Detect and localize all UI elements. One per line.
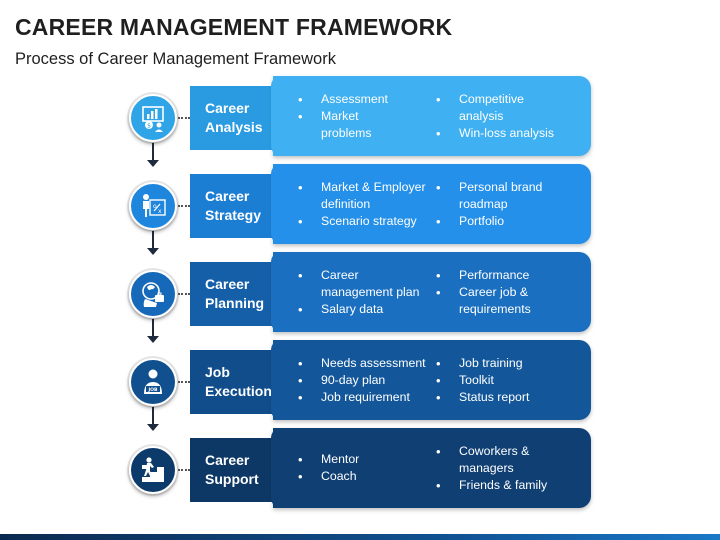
arrow-down-icon [147, 424, 159, 431]
detail-column-right: Job training Toolkit Status report [436, 340, 586, 420]
step-label: Job Execution [205, 364, 272, 399]
step-detail-box: Career management plan Salary data Perfo… [271, 252, 591, 332]
dotted-connector [178, 381, 190, 383]
connector-line [152, 231, 154, 251]
arrow-down-icon [147, 336, 159, 343]
step-detail-box: Mentor Coach Coworkers & managers Friend… [271, 428, 591, 508]
dotted-connector [178, 117, 190, 119]
list-item: Competitive analysis [436, 91, 586, 125]
detail-column-left: Market & Employer definition Scenario st… [298, 164, 438, 244]
detail-column-left: Career management plan Salary data [298, 252, 438, 332]
step-label-box: Career Support [190, 438, 274, 502]
step-career-analysis: $ Career Analysis Assessment Market prob… [0, 76, 720, 156]
arrow-down-icon [147, 248, 159, 255]
list-item: Assessment [298, 91, 438, 108]
svg-text:o: o [153, 203, 157, 210]
list-item: 90-day plan [298, 372, 438, 389]
list-item: Scenario strategy [298, 213, 438, 230]
list-item: Friends & family [436, 477, 586, 494]
step-career-planning: Career Planning Career management plan S… [0, 252, 720, 332]
step-label-box: Career Analysis [190, 86, 274, 150]
step-label: Career Strategy [205, 188, 262, 223]
connector-line [152, 143, 154, 163]
list-item: Market problems [298, 108, 438, 142]
list-item: Toolkit [436, 372, 586, 389]
step-circle [129, 446, 177, 494]
page-title: CAREER MANAGEMENT FRAMEWORK [15, 14, 453, 40]
step-detail-box: Needs assessment 90-day plan Job require… [271, 340, 591, 420]
list-item: Portfolio [436, 213, 586, 230]
step-circle: o x [129, 182, 177, 230]
list-item: Mentor [298, 451, 438, 468]
list-item: Market & Employer definition [298, 179, 438, 213]
job-icon: JOB [144, 369, 162, 394]
list-item: Career management plan [298, 267, 438, 301]
step-circle: JOB [129, 358, 177, 406]
list-item: Job training [436, 355, 586, 372]
step-label-box: Job Execution [190, 350, 274, 414]
svg-text:JOB: JOB [147, 387, 158, 393]
arrow-down-icon [147, 160, 159, 167]
list-item: Performance [436, 267, 586, 284]
detail-column-left: Mentor Coach [298, 428, 438, 508]
planning-icon [142, 282, 164, 307]
detail-column-right: Competitive analysis Win-loss analysis [436, 76, 586, 156]
step-label-box: Career Planning [190, 262, 274, 326]
svg-text:$: $ [147, 123, 151, 130]
list-item: Win-loss analysis [436, 125, 586, 142]
page-subtitle: Process of Career Management Framework [15, 50, 336, 68]
step-detail-box: Market & Employer definition Scenario st… [271, 164, 591, 244]
list-item: Coach [298, 468, 438, 485]
list-item: Coworkers & managers [436, 443, 586, 477]
list-item: Job requirement [298, 389, 438, 406]
step-detail-box: Assessment Market problems Competitive a… [271, 76, 591, 156]
step-label-box: Career Strategy [190, 174, 274, 238]
step-label: Career Planning [205, 276, 265, 311]
detail-column-left: Needs assessment 90-day plan Job require… [298, 340, 438, 420]
detail-column-left: Assessment Market problems [298, 76, 438, 156]
strategy-icon: o x [143, 194, 166, 217]
dotted-connector [178, 205, 190, 207]
step-circle [129, 270, 177, 318]
step-circle: $ [129, 94, 177, 142]
detail-column-right: Performance Career job & requirements [436, 252, 586, 332]
list-item: Salary data [298, 301, 438, 318]
svg-text:x: x [158, 208, 162, 215]
list-item: Needs assessment [298, 355, 438, 372]
list-item: Career job & requirements [436, 284, 586, 318]
step-career-strategy: o x Career Strategy Market & Employer de… [0, 164, 720, 244]
detail-column-right: Personal brand roadmap Portfolio [436, 164, 586, 244]
dotted-connector [178, 293, 190, 295]
step-job-execution: JOB Job Execution Needs assessment 90-da… [0, 340, 720, 420]
list-item: Status report [436, 389, 586, 406]
connector-line [152, 407, 154, 427]
step-label: Career Analysis [205, 100, 263, 135]
step-label: Career Support [205, 452, 259, 487]
detail-column-right: Coworkers & managers Friends & family [436, 428, 586, 508]
list-item: Personal brand roadmap [436, 179, 586, 213]
analysis-icon: $ [142, 106, 164, 132]
connector-line [152, 319, 154, 339]
step-career-support: Career Support Mentor Coach Coworkers & … [0, 428, 720, 508]
support-icon [142, 457, 164, 482]
dotted-connector [178, 469, 190, 471]
bottom-accent-bar [0, 534, 720, 540]
